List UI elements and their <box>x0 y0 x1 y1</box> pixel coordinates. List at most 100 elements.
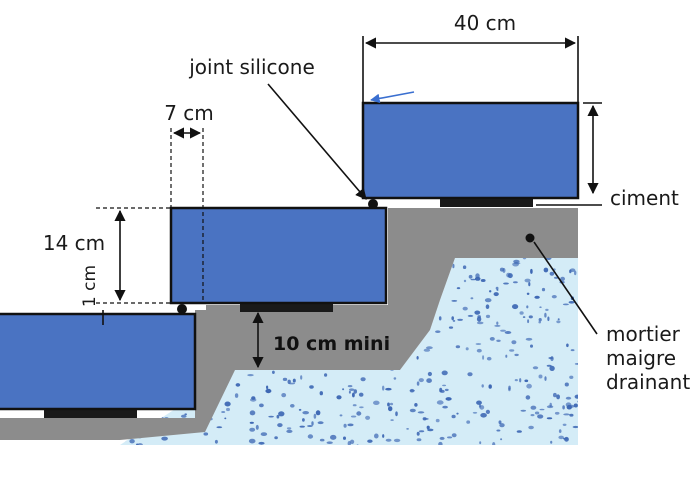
gravel-speck <box>452 263 455 269</box>
gravel-speck <box>422 417 427 421</box>
gravel-speck <box>387 402 390 407</box>
gravel-speck <box>352 392 355 398</box>
gravel-speck <box>530 268 533 274</box>
gravel-speck <box>152 279 159 283</box>
gravel-speck <box>300 375 303 380</box>
gravel-speck <box>350 439 355 444</box>
gravel-speck <box>416 381 420 386</box>
gravel-speck <box>150 274 156 279</box>
gravel-speck <box>485 304 490 310</box>
gravel-speck <box>467 314 474 317</box>
gravel-speck <box>144 266 148 269</box>
gravel-speck <box>479 441 482 445</box>
gravel-speck <box>544 312 547 318</box>
label-40cm: 40 cm <box>454 11 516 35</box>
gravel-speck <box>514 353 519 357</box>
gravel-speck <box>419 430 425 433</box>
gravel-speck <box>436 400 444 405</box>
gravel-speck <box>534 295 540 299</box>
gravel-speck <box>234 393 239 398</box>
label-1cm: 1 cm <box>80 265 100 307</box>
gravel-speck <box>507 273 513 279</box>
gravel-speck <box>574 270 577 276</box>
gravel-speck <box>221 411 226 413</box>
gravel-speck <box>492 442 496 445</box>
gravel-speck <box>266 385 269 390</box>
gravel-speck <box>452 320 456 322</box>
gravel-speck <box>474 310 481 315</box>
gravel-speck <box>393 438 401 443</box>
gravel-speck <box>249 421 254 424</box>
gravel-speck <box>462 265 467 270</box>
gravel-speck <box>390 419 394 421</box>
gravel-speck <box>448 326 454 329</box>
gravel-speck <box>349 388 355 392</box>
gravel-speck <box>258 441 265 445</box>
mortar-point-marker <box>525 233 535 243</box>
gravel-speck <box>367 439 373 443</box>
gravel-speck <box>522 258 527 260</box>
step-block-bottom <box>0 312 197 411</box>
gravel-speck <box>551 295 557 299</box>
mortar-callout: mortier maigre drainant <box>533 241 690 394</box>
gravel-speck <box>416 431 420 436</box>
gravel-speck <box>353 389 357 394</box>
step-block-middle <box>169 206 388 305</box>
gravel-speck <box>382 434 385 438</box>
drainage-fill <box>120 258 578 445</box>
gravel-speck <box>509 349 515 352</box>
gravel-speck <box>534 411 540 415</box>
gravel-speck <box>513 259 520 263</box>
gravel-speck <box>157 275 164 279</box>
gravel-speck <box>549 271 555 276</box>
gravel-speck <box>513 281 518 284</box>
gravel-speck <box>427 371 432 377</box>
gravel-speck <box>373 400 380 405</box>
gravel-speck <box>569 269 572 274</box>
gravel-speck <box>163 279 166 282</box>
silicone-joint-middle <box>177 304 187 314</box>
gravel-speck <box>342 388 345 391</box>
gravel-speck <box>476 316 482 322</box>
gravel-speck <box>558 429 562 433</box>
gravel-speck <box>485 409 490 414</box>
gravel-speck <box>499 423 505 428</box>
gravel-speck <box>525 337 533 341</box>
gravel-speck <box>570 349 575 352</box>
gravel-speck <box>496 339 501 342</box>
gravel-speck <box>503 282 509 285</box>
gravel-speck <box>393 377 397 380</box>
gravel-speck <box>444 388 449 392</box>
gravel-speck <box>574 363 578 365</box>
gravel-speck <box>249 410 256 416</box>
gravel-speck <box>511 304 519 310</box>
gravel-speck <box>129 439 135 444</box>
gravel-speck <box>352 404 357 407</box>
gravel-speck <box>484 298 492 303</box>
gravel-speck <box>519 378 522 383</box>
gravel-speck <box>274 436 278 440</box>
gravel-speck <box>259 403 264 408</box>
gravel-speck <box>539 408 545 411</box>
gravel-speck <box>476 348 482 353</box>
gravel-speck <box>467 372 473 377</box>
gravel-speck <box>336 395 342 400</box>
gravel-speck <box>496 289 499 291</box>
gravel-speck <box>489 337 495 341</box>
gravel-speck <box>470 297 474 300</box>
gravel-speck <box>496 429 501 432</box>
gravel-speck <box>520 409 527 412</box>
gravel-speck <box>385 438 392 442</box>
gravel-speck <box>184 413 188 416</box>
gravel-speck <box>299 425 305 428</box>
gravel-speck <box>499 267 505 272</box>
gravel-speck <box>124 287 129 291</box>
label-joint-silicone: joint silicone <box>188 55 315 79</box>
gravel-speck <box>290 404 295 408</box>
dimension-1cm: 1 cm <box>80 265 104 325</box>
gravel-speck <box>136 443 139 445</box>
gravel-speck <box>389 402 394 406</box>
gravel-speck <box>547 316 550 322</box>
gravel-speck <box>527 319 530 324</box>
cement-pad-middle <box>240 303 333 312</box>
